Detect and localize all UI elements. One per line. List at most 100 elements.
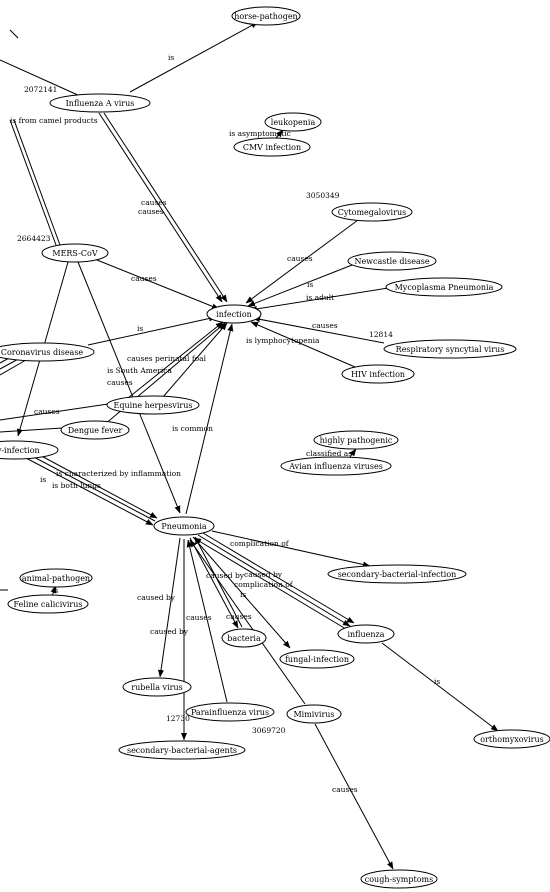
svg-text:orthomyxovirus: orthomyxovirus — [480, 735, 543, 744]
edge-coronavirus-infection: is — [87, 317, 216, 346]
edge-label: is — [307, 280, 313, 289]
svg-text:CMV infection: CMV infection — [243, 143, 301, 152]
node-cytomegalovirus[interactable]: Cytomegalovirus — [331, 202, 413, 222]
node-rsv[interactable]: Respiratory syncytial virus — [383, 339, 517, 359]
edge-mers-pneumonia — [77, 261, 181, 513]
node-horse-pathogen[interactable]: horse-pathogen — [231, 6, 301, 26]
edge-resp-pneumonia: is characterized by inflammation is is b… — [25, 451, 181, 526]
edge-label: is both lungs — [52, 481, 101, 490]
node-mimivirus[interactable]: Mimivirus — [286, 704, 342, 724]
edge-avian-highly: classified as — [306, 449, 357, 458]
edge-label: caused by — [137, 593, 176, 602]
number-label: 2072141 — [24, 85, 57, 94]
svg-text:horse-pathogen: horse-pathogen — [234, 12, 297, 21]
node-influenza[interactable]: influenza — [337, 624, 395, 644]
edge-parainfluenza-pneumonia: causes — [186, 540, 228, 703]
edge-offscreen-mers — [9, 119, 61, 246]
svg-text:animal-pathogen: animal-pathogen — [22, 574, 90, 583]
svg-text:Cytomegalovirus: Cytomegalovirus — [338, 208, 406, 217]
node-pneumonia[interactable]: Pneumonia — [153, 516, 215, 536]
svg-text:Feline calicivirus: Feline calicivirus — [14, 600, 83, 609]
node-leukopenia[interactable]: leukopenia — [264, 112, 322, 132]
edge-label: is asymptomatic — [229, 129, 291, 138]
edge-pneumonia-rubella: caused by caused by — [137, 537, 189, 677]
edge-label: is — [52, 586, 58, 595]
edge-label: causes — [141, 198, 167, 207]
edge-feline-animal: is — [0, 586, 58, 597]
svg-text:rubella virus: rubella virus — [131, 683, 182, 692]
svg-text:influenza: influenza — [347, 630, 384, 639]
edge-mimivirus-pneumonia — [189, 540, 306, 705]
node-rubella[interactable]: rubella virus — [122, 677, 192, 697]
edge-label: caused by — [244, 570, 283, 579]
edge-influenza-infection: causes causes — [98, 112, 228, 302]
svg-text:Mimivirus: Mimivirus — [293, 710, 334, 719]
number-label: 12814 — [369, 330, 393, 339]
svg-text:Mycoplasma Pneumonia: Mycoplasma Pneumonia — [395, 283, 494, 292]
svg-text:highly pathogenic: highly pathogenic — [320, 436, 393, 445]
edge-mycoplasma-infection: is adult — [250, 287, 389, 310]
svg-text:Equine herpesvirus: Equine herpesvirus — [114, 401, 193, 410]
node-coronavirus[interactable]: Coronavirus disease — [0, 342, 95, 362]
edge-label: is — [168, 53, 174, 62]
svg-text:cough-symptoms: cough-symptoms — [365, 875, 433, 884]
svg-text:Influenza A virus: Influenza A virus — [66, 99, 135, 108]
node-avian-influenza[interactable]: Avian influenza viruses — [280, 456, 392, 476]
svg-text:Pneumonia: Pneumonia — [161, 522, 207, 531]
svg-text:secondary-bacterial-infection: secondary-bacterial-infection — [338, 570, 457, 579]
edge-label: causes — [131, 274, 157, 283]
node-resp-infection[interactable]: ry-infection — [0, 440, 59, 460]
edge-newcastle-infection: is — [248, 264, 353, 307]
node-mers[interactable]: MERS-CoV — [41, 243, 109, 263]
edge-label: is lymphocytopenia — [246, 336, 320, 345]
node-parainfluenza[interactable]: Parainfluenza virus — [185, 702, 275, 722]
svg-text:Parainfluenza virus: Parainfluenza virus — [191, 708, 269, 717]
node-bacteria[interactable]: bacteria — [221, 628, 267, 648]
node-highly-pathogenic[interactable]: highly pathogenic — [313, 430, 399, 450]
edge-pneumonia-infection: is common — [172, 324, 232, 515]
node-feline-calicivirus[interactable]: Feline calicivirus — [7, 594, 89, 614]
node-secondary-bacterial-agents[interactable]: secondary-bacterial-agents — [118, 740, 246, 760]
node-cough[interactable]: cough-symptoms — [360, 869, 438, 889]
svg-text:HIV infection: HIV infection — [351, 370, 405, 379]
node-secondary-bacterial-infection[interactable]: secondary-bacterial-infection — [327, 564, 467, 584]
node-newcastle[interactable]: Newcastle disease — [347, 251, 437, 271]
node-infection[interactable]: infection — [206, 304, 262, 324]
edge-hiv-infection: is lymphocytopenia — [246, 321, 356, 368]
svg-text:fungal-infection: fungal-infection — [285, 655, 349, 664]
edge-label: is — [137, 324, 143, 333]
svg-text:secondary-bacterial-agents: secondary-bacterial-agents — [127, 746, 237, 755]
node-mycoplasma[interactable]: Mycoplasma Pneumonia — [385, 277, 503, 297]
svg-text:infection: infection — [216, 310, 252, 319]
edge-cmv-infection: causes — [246, 219, 359, 304]
svg-text:Newcastle disease: Newcastle disease — [354, 257, 429, 266]
edge-influenza-horse: is — [129, 21, 258, 93]
node-dengue[interactable]: Dengue fever — [60, 420, 130, 440]
edge-label: causes — [186, 613, 212, 622]
svg-text:bacteria: bacteria — [227, 634, 261, 643]
edge-mimivirus-cough: causes — [314, 723, 394, 869]
node-orthomyxovirus[interactable]: orthomyxovirus — [473, 729, 550, 749]
node-influenza-a[interactable]: Influenza A virus — [49, 93, 151, 113]
number-label: 12730 — [166, 714, 190, 723]
node-fungal-infection[interactable]: fungal-infection — [279, 649, 355, 669]
svg-text:Coronavirus disease: Coronavirus disease — [1, 348, 84, 357]
edge-mers-infection: causes — [91, 257, 219, 310]
edge-pneumonia-bacteria: caused by causes — [189, 537, 252, 628]
node-hiv[interactable]: HIV infection — [341, 364, 415, 384]
edge-label: is from camel products — [10, 116, 98, 125]
svg-text:Avian influenza viruses: Avian influenza viruses — [288, 462, 383, 471]
edge-influenza-ortho: is — [381, 642, 498, 732]
edge-offscreen-influenza: is from camel products — [0, 29, 98, 125]
edge-label: causes — [34, 407, 60, 416]
edge-label: is — [40, 475, 46, 484]
edge-label: classified as — [306, 449, 352, 458]
number-label: 3050349 — [306, 191, 340, 200]
edge-equine-infection: causes perinatal foal is South America c… — [107, 321, 228, 399]
node-equine-herpes[interactable]: Equine herpesvirus — [106, 395, 200, 415]
node-animal-pathogen[interactable]: animal-pathogen — [19, 568, 93, 588]
edge-label: is common — [172, 424, 213, 433]
edge-label: causes — [312, 321, 338, 330]
node-cmv-infection[interactable]: CMV infection — [233, 137, 311, 157]
